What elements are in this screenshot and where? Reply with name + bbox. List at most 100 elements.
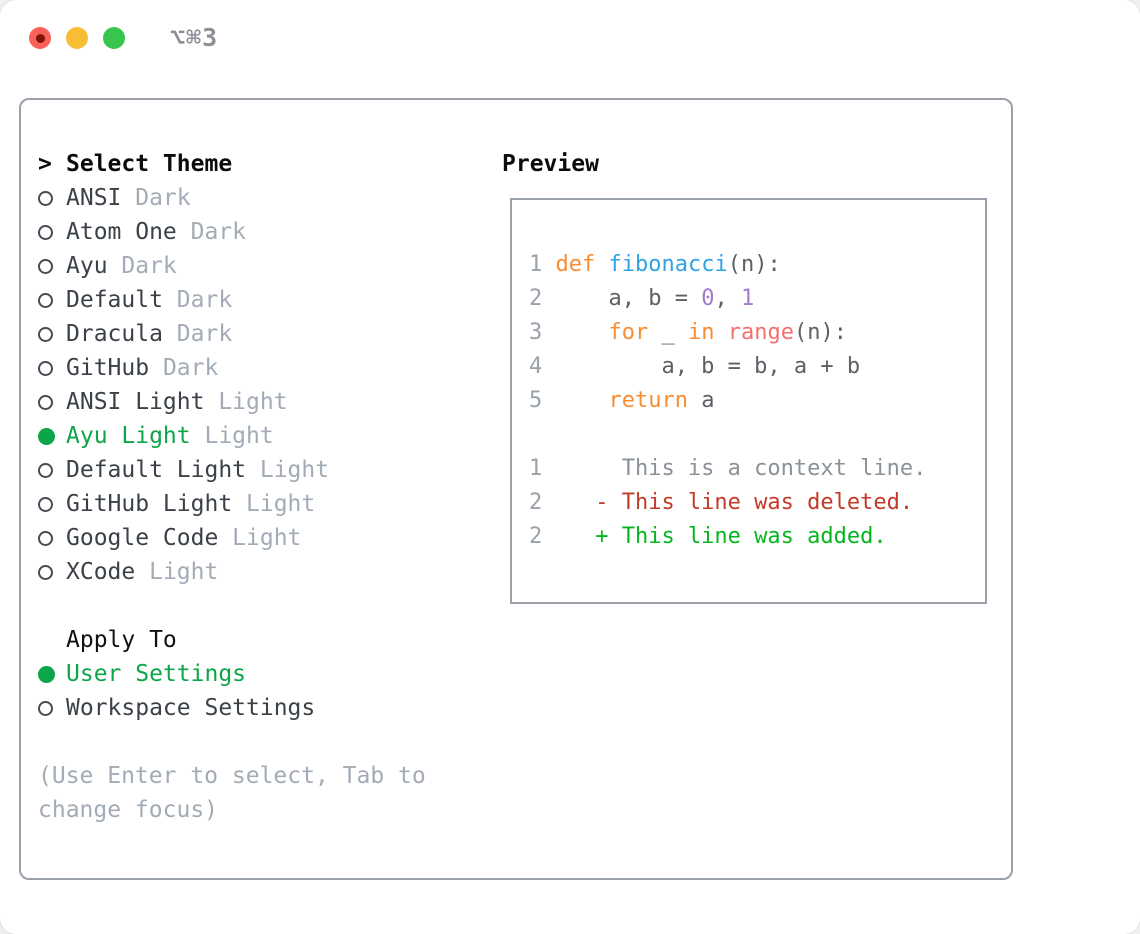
apply-option-workspace-settings[interactable]: Workspace Settings [38,691,500,725]
radio-unselected-icon [38,258,53,274]
radio-unselected-icon [38,190,53,206]
theme-variant-tag: Dark [135,185,191,211]
window-title: ⌥⌘3 [170,23,219,52]
line-number: 5 [529,387,543,413]
theme-item-ansi-dark[interactable]: ANSI Dark [38,181,500,215]
radio-unselected-icon [38,326,53,342]
option-label: User Settings [66,661,247,687]
diff-text: + This line was added. [555,523,887,549]
code-token-number: 1 [740,285,755,311]
theme-item-default-light-light[interactable]: Default Light Light [38,453,500,487]
option-label: GitHub Light [66,491,233,517]
diff-text: This is a context line. [555,455,927,481]
code-token-plain: (n): [727,251,781,277]
zoom-button[interactable] [103,27,125,49]
radio-selected-icon [38,427,55,445]
theme-item-default-dark[interactable]: Default Dark [38,283,500,317]
code-token-plain [555,320,608,345]
radio-unselected-icon [38,394,53,410]
option-label: Dracula [66,321,163,347]
apply-option-user-settings[interactable]: User Settings [38,657,500,691]
code-token-keyword: def [555,251,596,277]
theme-variant-tag: Light [232,525,302,551]
diff-line-context: 1 This is a context line. [529,451,985,485]
option-label: Ayu [66,253,108,279]
code-token-keyword: for [608,319,649,345]
close-button[interactable] [29,27,51,49]
minimize-button[interactable] [66,27,88,49]
radio-unselected-icon [38,564,53,580]
line-number: 1 [529,251,543,277]
apply-to-header: Apply To [38,623,500,657]
radio-unselected-icon [38,292,53,308]
diff-text: - This line was deleted. [555,489,914,515]
theme-variant-tag: Light [246,491,316,517]
help-text: (Use Enter to select, Tab to change focu… [38,763,426,823]
diff-line-deleted: 2 - This line was deleted. [529,485,985,519]
code-token-number: 0 [701,285,715,311]
option-label: Atom One [66,219,177,245]
option-label: ANSI [66,185,122,211]
code-token-plain: , [714,285,741,311]
unsaved-dot-icon [35,33,45,43]
select-theme-title: Select Theme [66,151,233,177]
apply-to-title: Apply To [66,627,177,653]
option-label: XCode [66,559,136,585]
code-token-special: range [727,319,794,345]
option-label: GitHub [66,355,150,381]
theme-item-github-dark[interactable]: GitHub Dark [38,351,500,385]
line-number: 2 [529,489,543,515]
code-token-plain [714,320,727,345]
theme-variant-tag: Dark [176,287,233,313]
theme-item-github-light-light[interactable]: GitHub Light Light [38,487,500,521]
code-line: 3 for _ in range(n): [529,315,985,349]
diff-preview: 1 This is a context line.2 - This line w… [529,451,985,553]
option-label: Default Light [66,457,247,483]
code-token-keyword: return [608,387,688,413]
theme-variant-tag: Dark [190,219,247,245]
code-token-keyword: in [687,319,715,345]
line-number: 2 [529,285,543,311]
theme-variant-tag: Dark [176,321,233,347]
theme-variant-tag: Light [204,423,274,449]
select-theme-header: > Select Theme [38,147,500,181]
code-line: 5 return a [529,383,985,417]
theme-item-ayu-dark[interactable]: Ayu Dark [38,249,500,283]
code-token-plain [555,388,608,413]
option-label: Workspace Settings [66,695,316,721]
radio-unselected-icon [38,360,53,376]
code-token-plain: (n): [793,319,847,345]
radio-unselected-icon [38,496,53,512]
theme-variant-tag: Light [259,457,330,483]
code-token-plain [595,252,608,277]
line-number: 4 [529,353,543,379]
focus-prompt-icon: > [38,151,52,177]
titlebar: ⌥⌘3 [29,23,217,52]
theme-item-dracula-dark[interactable]: Dracula Dark [38,317,500,351]
theme-variant-tag: Dark [162,355,219,381]
radio-unselected-icon [38,224,53,240]
option-label: Ayu Light [66,423,191,449]
theme-item-atom-one-dark[interactable]: Atom One Dark [38,215,500,249]
radio-selected-icon [38,665,55,683]
code-line: 1 def fibonacci(n): [529,247,985,281]
radio-unselected-icon [38,530,53,546]
code-token-function: fibonacci [608,251,728,277]
theme-item-ayu-light-light[interactable]: Ayu Light Light [38,419,500,453]
theme-variant-tag: Dark [121,253,177,279]
preview-title: Preview [502,151,599,177]
line-number: 1 [529,455,543,481]
option-label: Default [66,287,163,313]
code-token-plain: a [687,387,715,413]
code-token-plain: a, b = [555,285,702,311]
